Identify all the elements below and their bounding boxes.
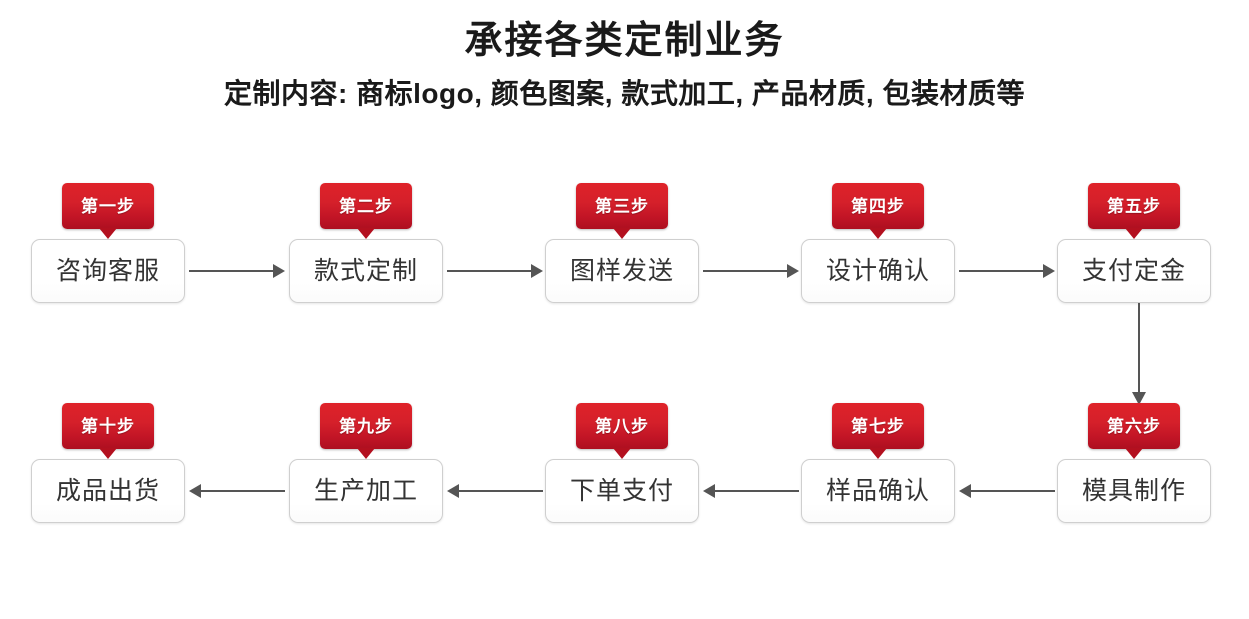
step-badge-label: 第一步 — [81, 196, 135, 216]
arrow-line — [457, 490, 543, 492]
step-box-label: 成品出货 — [55, 476, 160, 505]
arrow-head-icon — [273, 264, 285, 278]
step-box-8[interactable]: 下单支付 — [545, 459, 699, 523]
arrow-step4-to-step5 — [959, 264, 1055, 278]
flow-row-top: 第一步 咨询客服 第二步 款式定制 第三步 图样发送 — [0, 183, 1249, 313]
step-badge-1: 第一步 — [62, 183, 154, 229]
arrow-step1-to-step2 — [189, 264, 285, 278]
arrow-head-icon — [787, 264, 799, 278]
step-box-label: 图样发送 — [569, 256, 674, 285]
arrow-head-icon — [1043, 264, 1055, 278]
arrow-line — [447, 270, 533, 272]
step-badge-label: 第六步 — [1107, 416, 1161, 436]
step-box-2[interactable]: 款式定制 — [289, 239, 443, 303]
step-box-9[interactable]: 生产加工 — [289, 459, 443, 523]
step-box-10[interactable]: 成品出货 — [31, 459, 185, 523]
arrow-step6-to-step7 — [959, 484, 1055, 498]
arrow-step8-to-step9 — [447, 484, 543, 498]
step-box-6[interactable]: 模具制作 — [1057, 459, 1211, 523]
step-badge-4: 第四步 — [832, 183, 924, 229]
step-box-label: 设计确认 — [825, 256, 930, 285]
step-badge-2: 第二步 — [320, 183, 412, 229]
step-box-label: 下单支付 — [569, 476, 674, 505]
step-badge-label: 第二步 — [339, 196, 393, 216]
step-box-label: 支付定金 — [1081, 256, 1186, 285]
flow-step-10[interactable]: 第十步 成品出货 — [31, 403, 185, 533]
arrow-head-icon — [189, 484, 201, 498]
arrow-line — [189, 270, 275, 272]
step-badge-label: 第九步 — [339, 416, 393, 436]
badge-pointer-icon — [357, 448, 375, 459]
flow-step-5[interactable]: 第五步 支付定金 — [1057, 183, 1211, 313]
step-badge-9: 第九步 — [320, 403, 412, 449]
arrow-head-icon — [959, 484, 971, 498]
arrow-step9-to-step10 — [189, 484, 285, 498]
step-badge-label: 第三步 — [595, 196, 649, 216]
step-box-7[interactable]: 样品确认 — [801, 459, 955, 523]
badge-pointer-icon — [613, 448, 631, 459]
step-badge-label: 第四步 — [851, 196, 905, 216]
arrow-step7-to-step8 — [703, 484, 799, 498]
badge-pointer-icon — [99, 228, 117, 239]
step-box-label: 咨询客服 — [55, 256, 160, 285]
arrow-head-icon — [531, 264, 543, 278]
step-badge-3: 第三步 — [576, 183, 668, 229]
arrow-line — [1138, 303, 1140, 393]
badge-pointer-icon — [1125, 228, 1143, 239]
flow-step-9[interactable]: 第九步 生产加工 — [289, 403, 443, 533]
step-box-1[interactable]: 咨询客服 — [31, 239, 185, 303]
arrow-line — [969, 490, 1055, 492]
step-box-3[interactable]: 图样发送 — [545, 239, 699, 303]
flow-step-8[interactable]: 第八步 下单支付 — [545, 403, 699, 533]
step-badge-label: 第八步 — [595, 416, 649, 436]
step-box-label: 生产加工 — [313, 476, 418, 505]
arrow-head-icon — [703, 484, 715, 498]
badge-pointer-icon — [99, 448, 117, 459]
header: 承接各类定制业务 定制内容: 商标logo, 颜色图案, 款式加工, 产品材质,… — [0, 0, 1249, 111]
arrow-line — [713, 490, 799, 492]
step-box-4[interactable]: 设计确认 — [801, 239, 955, 303]
step-badge-label: 第七步 — [851, 416, 905, 436]
flow-row-bottom: 第十步 成品出货 第九步 生产加工 第八步 下单支付 — [0, 403, 1249, 533]
flow-step-1[interactable]: 第一步 咨询客服 — [31, 183, 185, 313]
badge-pointer-icon — [869, 228, 887, 239]
arrow-line — [703, 270, 789, 272]
arrow-head-icon — [447, 484, 459, 498]
arrow-head-icon — [1132, 392, 1146, 405]
step-box-label: 款式定制 — [313, 256, 418, 285]
badge-pointer-icon — [357, 228, 375, 239]
step-box-label: 样品确认 — [825, 476, 930, 505]
badge-pointer-icon — [869, 448, 887, 459]
page-title: 承接各类定制业务 — [464, 20, 785, 62]
step-badge-7: 第七步 — [832, 403, 924, 449]
step-box-label: 模具制作 — [1081, 476, 1186, 505]
badge-pointer-icon — [613, 228, 631, 239]
arrow-step2-to-step3 — [447, 264, 543, 278]
step-badge-10: 第十步 — [62, 403, 154, 449]
step-badge-label: 第五步 — [1107, 196, 1161, 216]
arrow-step5-to-step6 — [1132, 303, 1146, 405]
arrow-step3-to-step4 — [703, 264, 799, 278]
page-subtitle: 定制内容: 商标logo, 颜色图案, 款式加工, 产品材质, 包装材质等 — [224, 77, 1025, 109]
flow-step-3[interactable]: 第三步 图样发送 — [545, 183, 699, 313]
arrow-line — [199, 490, 285, 492]
badge-pointer-icon — [1125, 448, 1143, 459]
flow-step-2[interactable]: 第二步 款式定制 — [289, 183, 443, 313]
step-badge-5: 第五步 — [1088, 183, 1180, 229]
arrow-line — [959, 270, 1045, 272]
flow-step-7[interactable]: 第七步 样品确认 — [801, 403, 955, 533]
flow-step-6[interactable]: 第六步 模具制作 — [1057, 403, 1211, 533]
step-badge-label: 第十步 — [81, 416, 135, 436]
step-box-5[interactable]: 支付定金 — [1057, 239, 1211, 303]
step-badge-6: 第六步 — [1088, 403, 1180, 449]
flow-step-4[interactable]: 第四步 设计确认 — [801, 183, 955, 313]
step-badge-8: 第八步 — [576, 403, 668, 449]
